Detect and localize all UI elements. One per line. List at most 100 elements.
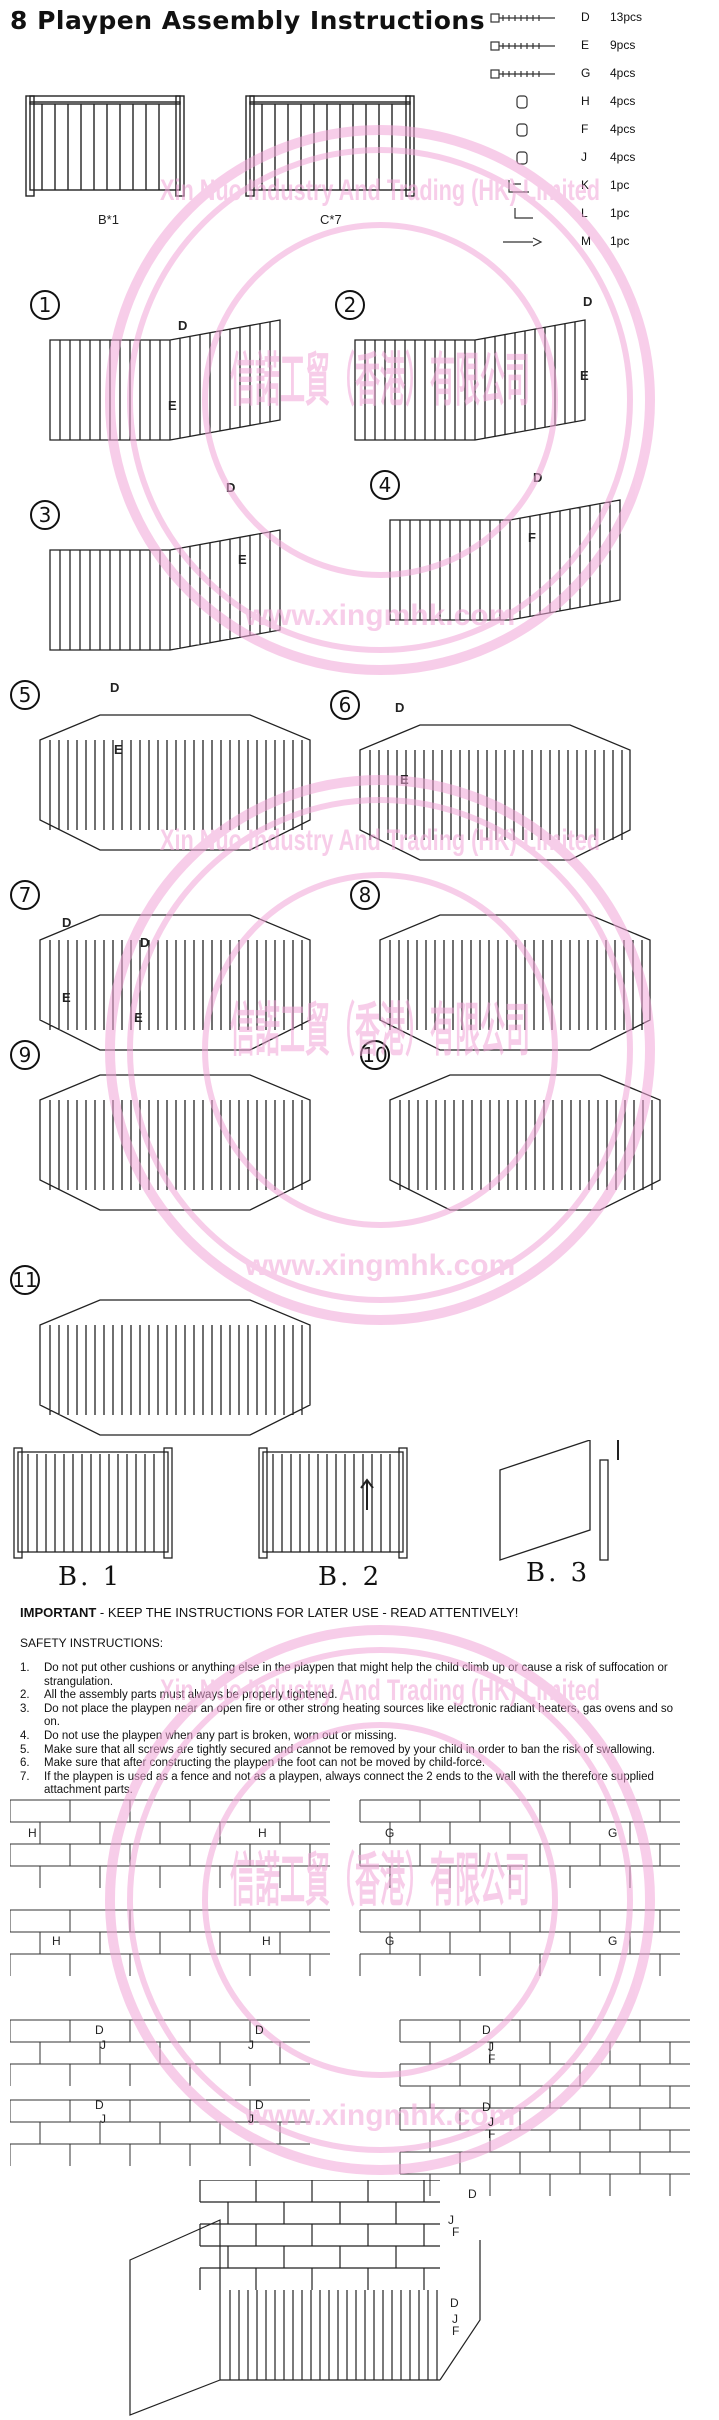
important-notice: IMPORTANT - KEEP THE INSTRUCTIONS FOR LA… <box>20 1605 518 1620</box>
wall-plug-icon <box>516 95 528 109</box>
wall-callout-j: J <box>448 2213 454 2227</box>
final-fence-illustration <box>129 2180 481 2416</box>
stamp-url-text: www.xingmhk.com <box>244 1249 516 1282</box>
wall-callout-d: D <box>482 2100 491 2114</box>
wall-callout-j: J <box>248 2112 254 2126</box>
wall-callout-j: J <box>248 2038 254 2052</box>
gate-steps-illustration <box>13 1440 619 1561</box>
part-qty: 4pcs <box>610 150 636 164</box>
panel-b-illustration <box>25 95 185 197</box>
wall-callout-d: D <box>468 2187 477 2201</box>
wall-callout-j: J <box>100 2038 106 2052</box>
gate-step-2-label: B. 2 <box>318 1562 383 1592</box>
part-callout-d: D <box>178 318 188 333</box>
step-6-number: 6 <box>330 690 360 720</box>
gate-step-3-illustration <box>499 1440 619 1561</box>
wall-callout-d: D <box>255 2098 264 2112</box>
wall-callout-f: F <box>452 2225 460 2239</box>
safety-item-text: Make sure that after constructing the pl… <box>44 1757 486 1770</box>
part-callout-f: F <box>528 530 536 545</box>
step-5-number: 5 <box>10 680 40 710</box>
gate-step-3-label: B. 3 <box>526 1558 591 1588</box>
safety-item-number: 2. <box>20 1689 30 1702</box>
part-code: F <box>581 122 589 136</box>
wall-callout-j: J <box>488 2115 494 2129</box>
safety-item: 6. Make sure that after constructing the … <box>20 1757 690 1771</box>
safety-item-number: 6. <box>20 1757 30 1770</box>
part-callout-e: E <box>114 742 123 757</box>
wall-callout-g: G <box>608 1934 618 1948</box>
part-row-j: J 4pcs <box>485 144 705 172</box>
part-callout-e: E <box>134 1010 143 1025</box>
spanner-icon <box>503 237 543 247</box>
gate-step-1-label: B. 1 <box>58 1562 123 1592</box>
wall-callout-f: F <box>488 2052 496 2066</box>
step-5-illustration <box>39 714 311 851</box>
panel-b-label: B*1 <box>98 212 119 227</box>
step-10-illustration <box>389 1074 661 1211</box>
part-qty: 1pc <box>610 206 630 220</box>
part-code: J <box>581 150 587 164</box>
step-8-illustration <box>379 914 651 1051</box>
part-callout-e: E <box>238 552 247 567</box>
page-title: 8 Playpen Assembly Instructions <box>10 6 486 35</box>
wall-callout-h: H <box>52 1934 61 1948</box>
safety-item: 1.Do not put other cushions or anything … <box>20 1662 690 1689</box>
wall-callout-d: D <box>95 2023 104 2037</box>
part-qty: 4pcs <box>610 94 636 108</box>
wall-callout-j: J <box>452 2312 458 2326</box>
wall-callout-d: D <box>255 2023 264 2037</box>
safety-item: 5. Make sure that all screws are tightly … <box>20 1744 690 1758</box>
part-row-m: M 1pc <box>485 228 705 256</box>
part-code: D <box>581 10 590 24</box>
safety-title: SAFETY INSTRUCTIONS: <box>20 1636 164 1650</box>
panel-c-illustration <box>245 95 415 197</box>
panel-c-label: C*7 <box>320 212 342 227</box>
step-11-illustration <box>39 1299 311 1436</box>
wall-callout-g: G <box>608 1826 618 1840</box>
safety-item-number: 4. <box>20 1729 30 1742</box>
part-qty: 1pc <box>610 234 630 248</box>
part-row-f: F 4pcs <box>485 116 705 144</box>
wall-attachment-illustration <box>10 1799 690 2196</box>
part-callout-d: D <box>62 915 72 930</box>
step-6-illustration <box>359 724 631 861</box>
gate-step-2-illustration <box>258 1447 408 1559</box>
washer-icon <box>516 151 528 165</box>
wall-callout-d: D <box>482 2023 491 2037</box>
wall-callout-h: H <box>262 1934 271 1948</box>
step-9-illustration <box>39 1074 311 1211</box>
safety-item-number: 5. <box>20 1743 30 1756</box>
safety-item: 2. All the assembly parts must always be … <box>20 1689 690 1703</box>
safety-item-text: All the assembly parts must always be pr… <box>44 1689 338 1702</box>
part-callout-e: E <box>400 772 409 787</box>
screw-icon <box>490 69 555 79</box>
wall-callout-f: F <box>488 2127 496 2141</box>
part-callout-e: E <box>62 990 71 1005</box>
important-prefix: IMPORTANT <box>20 1605 97 1620</box>
bolt-icon <box>490 41 555 51</box>
safety-item-number: 3. <box>20 1702 30 1715</box>
part-code: G <box>581 66 591 80</box>
wall-callout-d: D <box>450 2296 459 2310</box>
part-code: L <box>581 206 588 220</box>
bracket-icon <box>508 180 529 193</box>
important-text: - KEEP THE INSTRUCTIONS FOR LATER USE - … <box>96 1605 519 1620</box>
part-code: K <box>581 178 590 192</box>
part-code: E <box>581 38 590 52</box>
part-callout-d: D <box>110 680 120 695</box>
wall-callout-h: H <box>258 1826 267 1840</box>
part-code: M <box>581 234 591 248</box>
safety-item-text: Make sure that all screws are tightly se… <box>44 1743 656 1756</box>
wall-callout-h: H <box>28 1826 37 1840</box>
part-qty: 4pcs <box>610 122 636 136</box>
step-9-number: 9 <box>10 1040 40 1070</box>
part-qty: 9pcs <box>610 38 636 52</box>
panels-illustration <box>25 95 415 197</box>
part-row-l: L 1pc <box>485 200 705 228</box>
part-callout-d: D <box>395 700 405 715</box>
part-callout-e: E <box>580 368 589 383</box>
